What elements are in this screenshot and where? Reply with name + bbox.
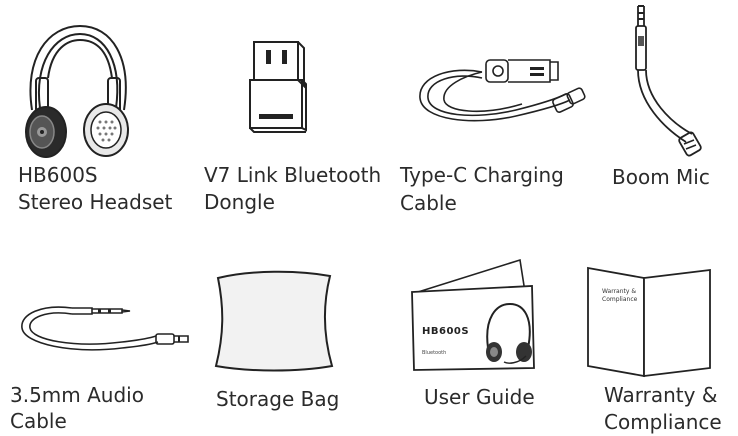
item-label-line1: Storage Bag: [216, 387, 340, 411]
boom-mic-icon: [624, 2, 704, 162]
user-guide-cover-title: HB600S: [422, 326, 470, 337]
item-label-line1: Warranty &: [604, 383, 718, 407]
warranty-booklet-icon: Warranty & Compliance: [586, 266, 714, 378]
item-label-line1: 3.5mm Audio: [10, 383, 144, 407]
item-label-line1: V7 Link Bluetooth: [204, 163, 382, 187]
user-guide-icon: HB600S Bluetooth: [408, 256, 538, 372]
item-label-line1: HB600S: [18, 163, 98, 187]
item-label-line2: Stereo Headset: [18, 190, 173, 214]
item-label-line2: Compliance: [604, 410, 722, 434]
usb-dongle-icon: [246, 36, 308, 134]
audio-cable-icon: [12, 296, 192, 366]
headset-icon: [18, 18, 136, 158]
warranty-cover-text: Warranty & Compliance: [602, 288, 637, 304]
usb-c-cable-icon: [412, 46, 592, 136]
item-label-line1: Boom Mic: [612, 165, 710, 189]
bluetooth-logo: Bluetooth: [422, 350, 447, 356]
item-label-line1: Type-C Charging: [400, 163, 564, 187]
item-label-line2: Cable: [400, 191, 457, 215]
storage-bag-icon: [210, 268, 338, 372]
item-label-line1: User Guide: [424, 385, 535, 409]
warranty-cover-line1: Warranty &: [602, 288, 637, 295]
item-label-line2: Cable: [10, 409, 67, 433]
item-label-line2: Dongle: [204, 190, 275, 214]
warranty-cover-line2: Compliance: [602, 296, 638, 303]
